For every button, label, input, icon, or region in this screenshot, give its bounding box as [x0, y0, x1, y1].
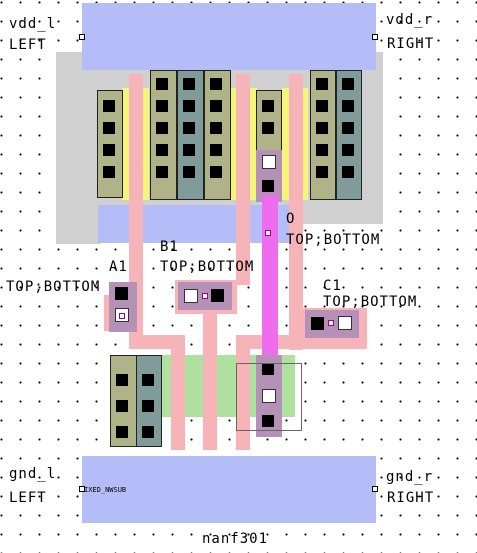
contact [103, 166, 115, 178]
pin-b1-name: B1 [160, 239, 179, 255]
contact [210, 166, 222, 178]
pmos-diffusion [204, 70, 231, 200]
pin-c1-port[interactable] [328, 320, 334, 326]
contact [156, 144, 168, 156]
via [338, 316, 352, 330]
cell-name: nanf301 [202, 531, 269, 547]
contact [183, 144, 195, 156]
contact [342, 144, 354, 156]
output-metal2[interactable] [262, 195, 278, 365]
contact [210, 100, 222, 112]
contact [316, 100, 328, 112]
poly-gate[interactable] [236, 205, 250, 285]
vdd-left-side: LEFT [9, 37, 47, 53]
contact [103, 122, 115, 134]
poly-gate[interactable] [236, 74, 250, 222]
poly-connector [203, 290, 217, 450]
contact [210, 144, 222, 156]
pin-a1-sides: TOP;BOTTOM [6, 279, 101, 295]
pin-a1-port[interactable] [119, 313, 125, 319]
pmos-diffusion [150, 70, 177, 200]
pmos-diffusion [336, 70, 362, 200]
active-outline [236, 363, 302, 431]
contact [183, 78, 195, 90]
vdd-left-port[interactable] [79, 34, 85, 40]
pmos-diffusion [177, 70, 204, 200]
vdd-rail[interactable] [82, 3, 376, 70]
gnd-left-name: gnd_l [9, 466, 57, 482]
gnd-left-port[interactable] [79, 486, 85, 492]
contact [316, 144, 328, 156]
pin-o-sides: TOP;BOTTOM [286, 232, 381, 248]
nwell-region-lower [56, 200, 101, 244]
poly-connector [171, 335, 185, 450]
gnd-left-side: LEFT [9, 490, 47, 506]
pin-c1-name: C1 [323, 278, 342, 294]
contact [210, 78, 222, 90]
contact [262, 122, 274, 134]
substrate-label: IXED_NWSUB [84, 486, 127, 494]
pin-c1-sides: TOP;BOTTOM [323, 294, 418, 310]
pmos-diffusion [310, 70, 336, 200]
contact [262, 180, 274, 192]
contact [210, 122, 222, 134]
contact [103, 144, 115, 156]
contact [183, 122, 195, 134]
poly-gate[interactable] [289, 205, 303, 305]
contact [262, 363, 274, 375]
contact [115, 287, 128, 300]
vdd-left-name: vdd_l [9, 16, 57, 32]
poly-connector [236, 340, 250, 450]
pin-a1-name: A1 [109, 259, 128, 275]
contact [156, 100, 168, 112]
pin-o-port[interactable] [265, 230, 271, 236]
contact [342, 78, 354, 90]
contact [142, 426, 154, 438]
contact [142, 400, 154, 412]
contact [316, 78, 328, 90]
contact [342, 166, 354, 178]
contact [156, 122, 168, 134]
contact [116, 426, 128, 438]
vdd-right-name: vdd_r [386, 12, 434, 28]
contact [116, 400, 128, 412]
contact [311, 317, 324, 330]
gnd-rail[interactable] [82, 456, 376, 523]
poly-connector [129, 335, 181, 349]
contact [316, 166, 328, 178]
pin-o-name: O [286, 211, 296, 227]
poly-gate[interactable] [129, 74, 143, 222]
contact [183, 166, 195, 178]
vdd-right-port[interactable] [372, 34, 378, 40]
via [262, 389, 276, 403]
contact [211, 289, 224, 302]
contact [342, 100, 354, 112]
contact [262, 100, 274, 112]
gnd-right-side: RIGHT [387, 490, 435, 506]
via [184, 289, 198, 303]
contact [142, 374, 154, 386]
contact [103, 100, 115, 112]
poly-gate[interactable] [289, 74, 303, 222]
contact [316, 122, 328, 134]
contact [183, 100, 195, 112]
gnd-right-port[interactable] [372, 486, 378, 492]
contact [156, 78, 168, 90]
contact [156, 166, 168, 178]
pin-b1-sides: TOP;BOTTOM [160, 259, 255, 275]
contact [262, 415, 274, 427]
pin-b1-port[interactable] [202, 293, 208, 299]
contact [116, 374, 128, 386]
contact [342, 122, 354, 134]
vdd-right-side: RIGHT [387, 36, 435, 52]
gnd-right-name: gnd_r [386, 469, 434, 485]
via [262, 155, 276, 169]
